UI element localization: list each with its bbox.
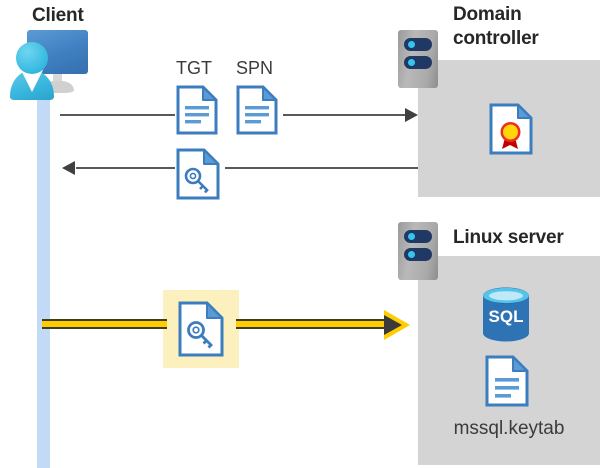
- client-workstation-icon: [4, 28, 90, 100]
- certificate-svg: [489, 103, 533, 155]
- domain-controller-server-rack-icon: [398, 30, 438, 88]
- rack-indicator-top: [408, 233, 415, 240]
- message-2-line-right: [225, 167, 418, 169]
- spn-label: SPN: [236, 58, 274, 78]
- keytab-filename-text: mssql.keytab: [453, 418, 565, 439]
- sql-label: SQL: [489, 307, 524, 326]
- service-ticket-key-document-icon: [176, 148, 220, 200]
- tgt-label: TGT: [176, 58, 212, 78]
- keytab-document-svg: [485, 355, 529, 407]
- key-document-svg-2: [178, 301, 224, 357]
- sql-database-icon: SQL: [480, 286, 532, 344]
- linux-server-server-rack-icon: [398, 222, 438, 280]
- sql-database-svg: SQL: [483, 287, 529, 342]
- certificate-document-icon: [489, 103, 533, 155]
- keytab-document-icon: [485, 355, 529, 407]
- person-head: [16, 42, 48, 74]
- monitor-neck: [53, 74, 62, 84]
- person-collar: [21, 70, 43, 92]
- message-3-band-right: [236, 319, 386, 329]
- client-lifeline: [37, 84, 50, 468]
- message-1-line-right: [283, 114, 408, 116]
- message-1-arrowhead: [405, 108, 418, 122]
- message-2-arrowhead: [62, 161, 75, 175]
- spn-document-icon: [236, 85, 278, 135]
- client-title: Client: [32, 5, 84, 26]
- key-document-svg-1: [176, 148, 220, 200]
- spn-document-svg: [236, 85, 278, 135]
- tgt-document-svg: [176, 85, 218, 135]
- domain-controller-title-text: Domain controller: [453, 4, 539, 49]
- rack-indicator-top: [408, 41, 415, 48]
- rack-indicator-bottom: [408, 59, 415, 66]
- presented-ticket-key-document-icon: [178, 301, 224, 357]
- message-3-arrowhead: [384, 309, 412, 341]
- tgt-document-icon: [176, 85, 218, 135]
- message-2-line-left: [76, 167, 175, 169]
- rack-indicator-bottom: [408, 251, 415, 258]
- arrowhead-inner: [384, 315, 402, 335]
- message-1-line-left: [60, 114, 175, 116]
- keytab-filename-label: mssql.keytab: [418, 418, 600, 440]
- domain-controller-title: Domain controller: [453, 3, 598, 51]
- message-3-band-left: [42, 319, 167, 329]
- linux-server-title: Linux server: [453, 227, 564, 248]
